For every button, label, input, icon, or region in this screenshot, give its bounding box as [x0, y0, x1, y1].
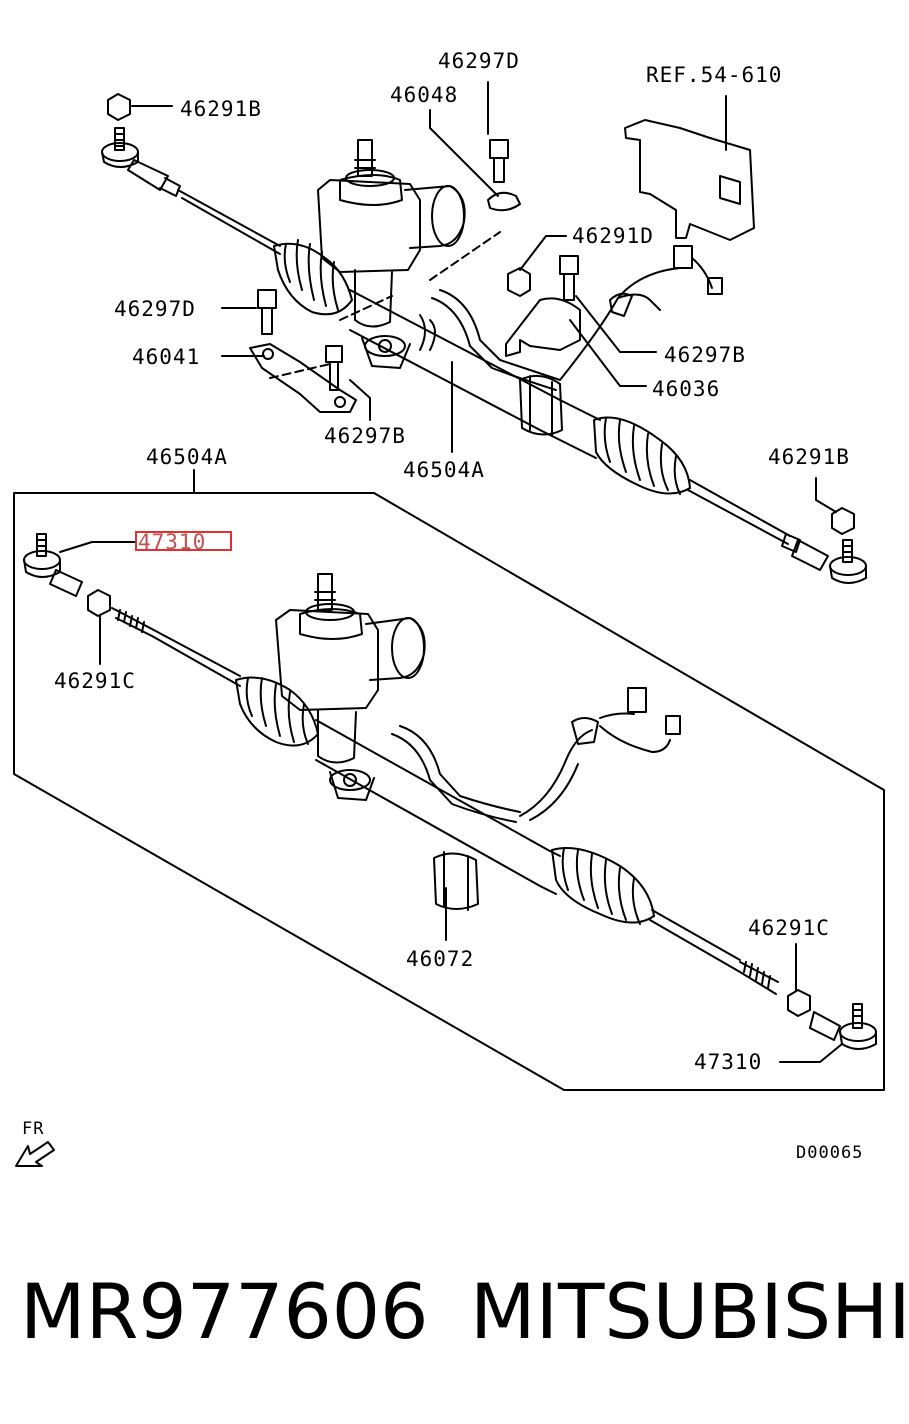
label-46504A-left: 46504A: [146, 445, 228, 469]
label-46072: 46072: [406, 947, 474, 971]
label-46041: 46041: [132, 345, 200, 369]
part-number: MR977606: [20, 1267, 429, 1356]
bottom-leader-lines: [59, 541, 843, 1063]
kit-outline-box: [13, 492, 885, 1091]
label-46504A-mid: 46504A: [403, 458, 485, 482]
label-46297D-left: 46297D: [114, 297, 196, 321]
diagram-labels: REF.54-610 46297D 46048 46291B 46291D 46…: [22, 49, 863, 1163]
footer-title: MR977606 MITSUBISHI: [0, 1262, 909, 1362]
highlight-box-47310: [135, 531, 232, 551]
top-rack-assembly: [101, 93, 867, 584]
label-46291C-left: 46291C: [54, 669, 136, 693]
label-47310-highlighted: 47310: [138, 530, 206, 554]
label-46291C-right: 46291C: [748, 916, 830, 940]
label-46297D-top: 46297D: [438, 49, 520, 73]
label-fr: FR: [22, 1119, 44, 1139]
label-46291D: 46291D: [572, 224, 654, 248]
front-direction-arrow: [15, 1141, 55, 1167]
bottom-rack-assembly: [23, 533, 877, 1050]
brand-name: MITSUBISHI: [470, 1267, 909, 1356]
ecu-bracket-ref: [624, 119, 755, 241]
label-46291B-right: 46291B: [768, 445, 850, 469]
label-diagram-code: D00065: [796, 1143, 863, 1163]
label-46036: 46036: [652, 377, 720, 401]
top-leader-lines: [131, 81, 837, 513]
label-ref: REF.54-610: [646, 63, 782, 87]
label-47310-bottom: 47310: [694, 1050, 762, 1074]
label-46297B-bottom: 46297B: [324, 424, 406, 448]
label-46291B-top: 46291B: [180, 97, 262, 121]
label-46048: 46048: [390, 83, 458, 107]
label-46297B-right: 46297B: [664, 343, 746, 367]
